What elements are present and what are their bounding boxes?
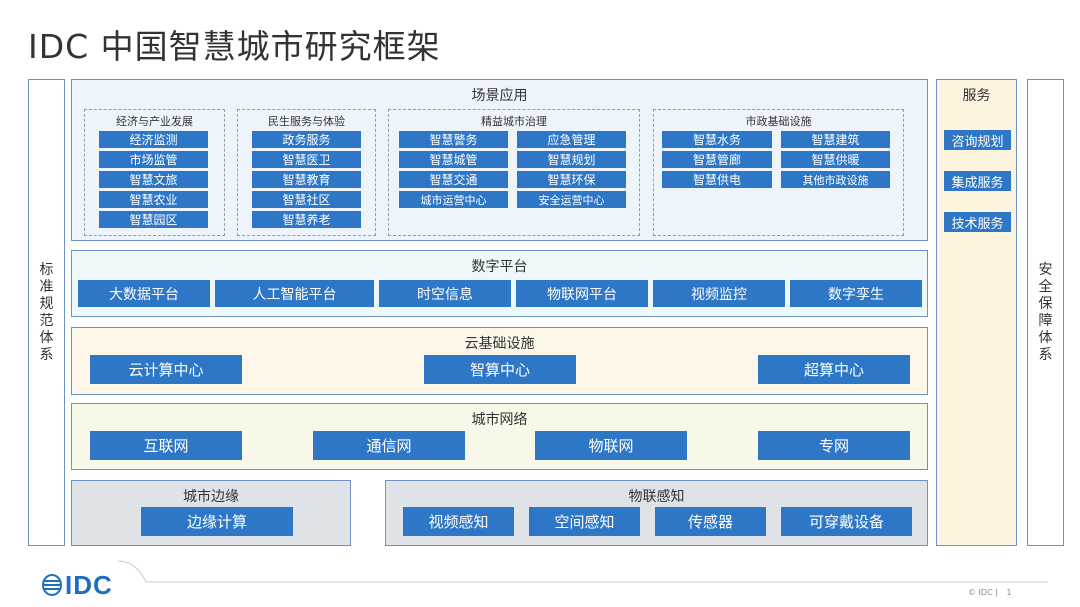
digital-item[interactable]: 时空信息: [379, 280, 511, 307]
iot-item[interactable]: 视频感知: [403, 507, 514, 536]
scene-item[interactable]: 智慧水务: [662, 131, 772, 148]
network-item[interactable]: 物联网: [535, 431, 687, 460]
network-title: 城市网络: [471, 412, 528, 428]
digital-item[interactable]: 视频监控: [653, 280, 785, 307]
scene-item[interactable]: 城市运营中心: [399, 191, 508, 208]
scene-item[interactable]: 智慧供暖: [781, 151, 890, 168]
scene-item[interactable]: 政务服务: [252, 131, 361, 148]
scene-item[interactable]: 智慧管廊: [662, 151, 772, 168]
security-label: 安全保障体系: [1038, 261, 1053, 363]
network-item[interactable]: 专网: [758, 431, 910, 460]
footer-copyright: © IDC | 1: [968, 588, 1012, 597]
standards-label: 标准规范体系: [39, 261, 54, 363]
service-consulting-button[interactable]: 咨询规划: [944, 130, 1011, 150]
standards-column: 标准规范体系: [28, 79, 65, 546]
scene-item[interactable]: 智慧教育: [252, 171, 361, 188]
digital-item[interactable]: 物联网平台: [516, 280, 648, 307]
edge-item[interactable]: 边缘计算: [141, 507, 293, 536]
network-layer: 城市网络 互联网 通信网 物联网 专网: [71, 403, 928, 470]
scene-item[interactable]: 市场监管: [99, 151, 208, 168]
cloud-layer: 云基础设施 云计算中心 智算中心 超算中心: [71, 327, 928, 395]
scene-item[interactable]: 智慧养老: [252, 211, 361, 228]
scene-item[interactable]: 智慧医卫: [252, 151, 361, 168]
security-column: 安全保障体系: [1027, 79, 1064, 546]
digital-item[interactable]: 数字孪生: [790, 280, 922, 307]
digital-layer: 数字平台 大数据平台 人工智能平台 时空信息 物联网平台 视频监控 数字孪生: [71, 250, 928, 317]
services-column: 服务 咨询规划 集成服务 技术服务: [936, 79, 1017, 546]
scene-item[interactable]: 智慧园区: [99, 211, 208, 228]
scene-item[interactable]: 智慧城管: [399, 151, 508, 168]
footer-line: [118, 560, 1048, 583]
scene-item[interactable]: 安全运营中心: [517, 191, 626, 208]
service-technical-button[interactable]: 技术服务: [944, 212, 1011, 232]
cloud-item[interactable]: 云计算中心: [90, 355, 242, 384]
iot-title: 物联感知: [628, 489, 685, 505]
scene-item[interactable]: 智慧警务: [399, 131, 508, 148]
digital-item[interactable]: 人工智能平台: [215, 280, 374, 307]
scene-item[interactable]: 智慧农业: [99, 191, 208, 208]
iot-item[interactable]: 可穿戴设备: [781, 507, 912, 536]
edge-layer: 城市边缘 边缘计算: [71, 480, 351, 546]
scene-group-governance: 精益城市治理 智慧警务 应急管理 智慧城管 智慧规划 智慧交通 智慧环保 城市运…: [388, 109, 640, 236]
scene-item[interactable]: 智慧交通: [399, 171, 508, 188]
service-integration-button[interactable]: 集成服务: [944, 171, 1011, 191]
idc-logo: IDC: [42, 570, 128, 600]
group-title: 经济与产业发展: [116, 115, 193, 128]
network-item[interactable]: 通信网: [313, 431, 465, 460]
scene-item[interactable]: 应急管理: [517, 131, 626, 148]
group-title: 精益城市治理: [481, 115, 547, 128]
scene-item[interactable]: 其他市政设施: [781, 171, 890, 188]
network-item[interactable]: 互联网: [90, 431, 242, 460]
services-title: 服务: [962, 88, 991, 104]
page-title: IDC 中国智慧城市研究框架: [28, 27, 441, 66]
iot-layer: 物联感知 视频感知 空间感知 传感器 可穿戴设备: [385, 480, 928, 546]
group-title: 市政基础设施: [745, 115, 812, 128]
digital-title: 数字平台: [471, 259, 528, 275]
scene-item[interactable]: 智慧社区: [252, 191, 361, 208]
iot-item[interactable]: 传感器: [655, 507, 766, 536]
digital-item[interactable]: 大数据平台: [78, 280, 210, 307]
scene-item[interactable]: 智慧供电: [662, 171, 772, 188]
scene-layer: 场景应用 经济与产业发展 经济监测 市场监管 智慧文旅 智慧农业 智慧园区 民生…: [71, 79, 928, 241]
scene-title: 场景应用: [471, 88, 528, 104]
scene-group-municipal: 市政基础设施 智慧水务 智慧建筑 智慧管廊 智慧供暖 智慧供电 其他市政设施: [653, 109, 904, 236]
globe-icon: [42, 574, 62, 596]
scene-item[interactable]: 智慧规划: [517, 151, 626, 168]
group-title: 民生服务与体验: [268, 115, 345, 128]
scene-item[interactable]: 智慧文旅: [99, 171, 208, 188]
scene-item[interactable]: 智慧环保: [517, 171, 626, 188]
scene-group-livelihood: 民生服务与体验 政务服务 智慧医卫 智慧教育 智慧社区 智慧养老: [237, 109, 376, 236]
page-number: 1: [1006, 588, 1012, 597]
cloud-item[interactable]: 超算中心: [758, 355, 910, 384]
scene-item[interactable]: 经济监测: [99, 131, 208, 148]
logo-text: IDC: [65, 570, 113, 600]
cloud-item[interactable]: 智算中心: [424, 355, 576, 384]
scene-item[interactable]: 智慧建筑: [781, 131, 890, 148]
scene-group-economy: 经济与产业发展 经济监测 市场监管 智慧文旅 智慧农业 智慧园区: [84, 109, 225, 236]
cloud-title: 云基础设施: [464, 336, 535, 352]
edge-title: 城市边缘: [183, 489, 239, 505]
copyright-text: © IDC |: [968, 588, 998, 597]
iot-item[interactable]: 空间感知: [529, 507, 640, 536]
